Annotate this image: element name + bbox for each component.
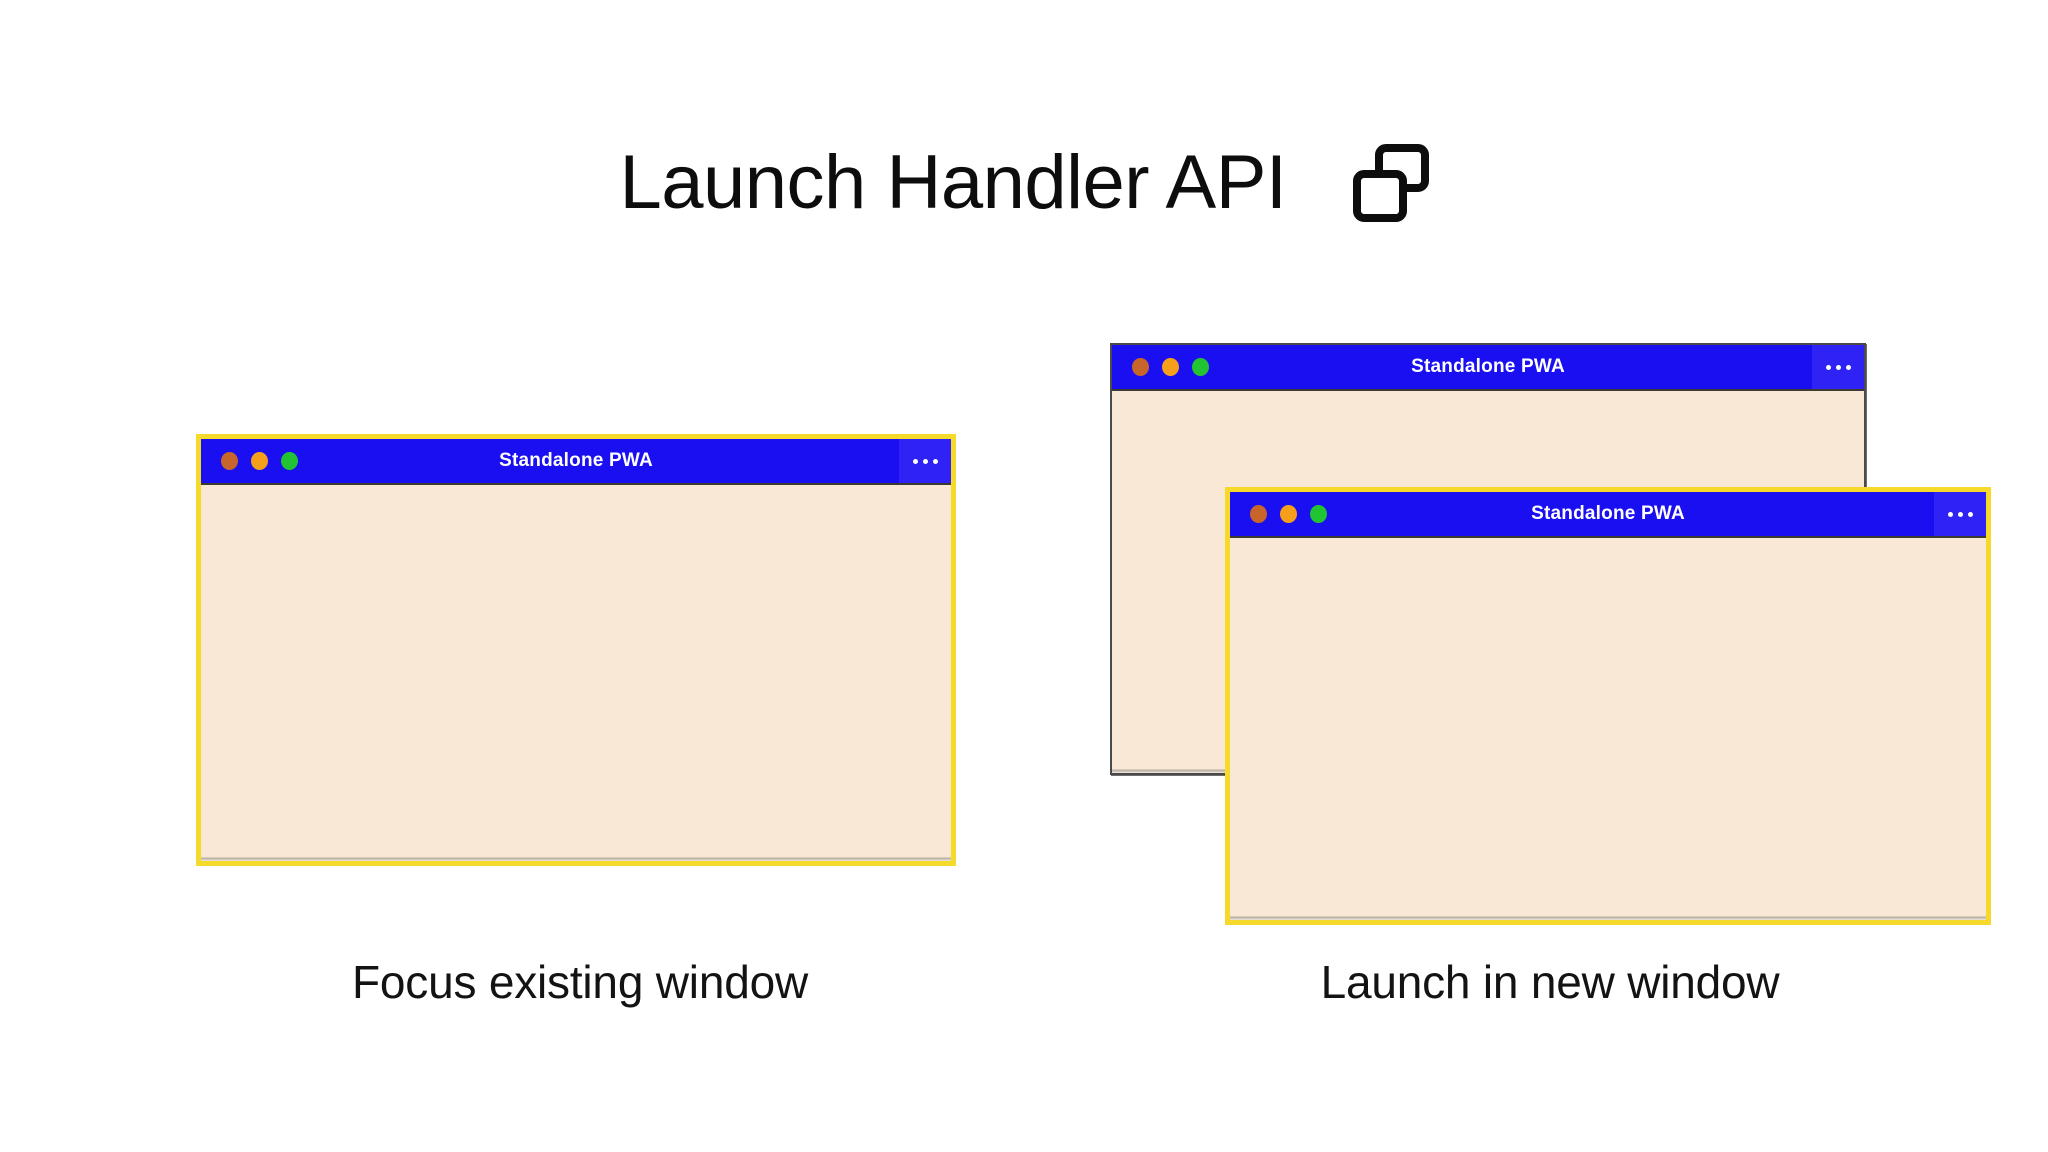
- menu-dot-icon: [1967, 511, 1973, 517]
- menu-dot-icon: [922, 458, 928, 464]
- window-content-area: [1230, 538, 1986, 920]
- caption-focus-existing-window: Focus existing window: [351, 956, 808, 1008]
- maximize-window-icon[interactable]: [281, 452, 298, 470]
- window-titlebar[interactable]: Standalone PWA: [201, 439, 951, 485]
- page-title: Launch Handler API: [619, 140, 1287, 225]
- window-title: Standalone PWA: [499, 450, 653, 471]
- maximize-window-icon[interactable]: [1192, 358, 1209, 376]
- menu-dot-icon: [1835, 364, 1841, 370]
- close-window-icon[interactable]: [1250, 505, 1267, 523]
- close-window-icon[interactable]: [221, 452, 238, 470]
- menu-dot-icon: [912, 458, 918, 464]
- window-titlebar[interactable]: Standalone PWA: [1230, 492, 1986, 538]
- window-title: Standalone PWA: [1411, 356, 1565, 377]
- caption-launch-in-new-window: Launch in new window: [1320, 956, 1780, 1008]
- minimize-window-icon[interactable]: [1280, 505, 1297, 523]
- traffic-lights: [1132, 358, 1209, 376]
- menu-dot-icon: [1957, 511, 1963, 517]
- window-menu-button[interactable]: [1812, 345, 1864, 389]
- window-menu-button[interactable]: [1934, 492, 1986, 536]
- window-content-area: [201, 485, 951, 861]
- page-header: Launch Handler API: [0, 118, 2048, 248]
- window-title: Standalone PWA: [1531, 503, 1685, 524]
- two-windows-icon-glyph: [1352, 144, 1429, 222]
- minimize-window-icon[interactable]: [1162, 358, 1179, 376]
- close-window-icon[interactable]: [1132, 358, 1149, 376]
- window-titlebar[interactable]: Standalone PWA: [1112, 345, 1864, 391]
- minimize-window-icon[interactable]: [251, 452, 268, 470]
- pwa-window-focused[interactable]: Standalone PWA: [196, 434, 956, 866]
- window-inner: Standalone PWA: [1230, 492, 1986, 920]
- menu-dot-icon: [1845, 364, 1851, 370]
- window-inner: Standalone PWA: [201, 439, 951, 861]
- two-windows-icon: [1352, 144, 1429, 222]
- maximize-window-icon[interactable]: [1310, 505, 1327, 523]
- traffic-lights: [1250, 505, 1327, 523]
- window-menu-button[interactable]: [899, 439, 951, 483]
- menu-dot-icon: [1947, 511, 1953, 517]
- menu-dot-icon: [932, 458, 938, 464]
- traffic-lights: [221, 452, 298, 470]
- pwa-window-new-focused[interactable]: Standalone PWA: [1225, 487, 1991, 925]
- menu-dot-icon: [1825, 364, 1831, 370]
